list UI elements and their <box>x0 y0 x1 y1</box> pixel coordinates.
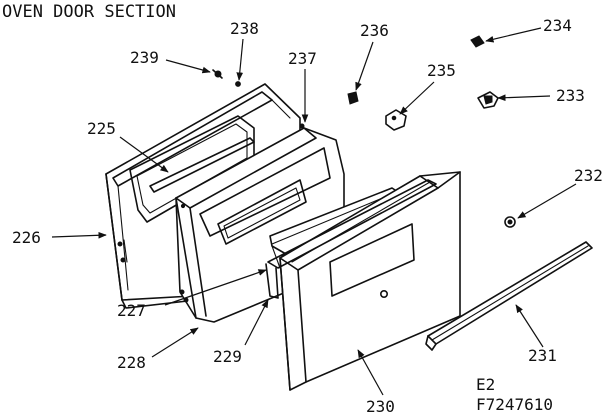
door-handle-trim-part <box>265 179 437 299</box>
screw-236-part <box>347 91 359 105</box>
label-230: 230 <box>366 397 395 414</box>
label-226: 226 <box>12 228 41 247</box>
screw-234-part <box>470 35 485 48</box>
label-234: 234 <box>543 16 572 35</box>
label-228: 228 <box>117 353 146 372</box>
bracket-235-part <box>385 109 407 131</box>
label-235: 235 <box>427 61 456 80</box>
label-232: 232 <box>574 166 603 185</box>
drawing-code-line-1: E2 <box>476 375 495 394</box>
label-233: 233 <box>556 86 585 105</box>
label-239: 239 <box>130 48 159 67</box>
leader-lines <box>51 27 577 396</box>
part-labels: 239 238 237 236 234 235 233 225 226 232 … <box>12 16 603 414</box>
door-handle-part <box>425 241 593 351</box>
nut-232-part <box>504 216 516 228</box>
label-225: 225 <box>87 119 116 138</box>
diagram-title: OVEN DOOR SECTION <box>2 2 176 22</box>
label-237: 237 <box>288 49 317 68</box>
label-227: 227 <box>117 301 146 320</box>
outer-door-panel-part <box>279 171 461 391</box>
drawing-code-line-2: F7247610 <box>476 395 553 414</box>
label-231: 231 <box>528 346 557 365</box>
label-229: 229 <box>213 347 242 366</box>
clip-239-part <box>212 69 223 79</box>
label-236: 236 <box>360 21 389 40</box>
spacer-238-part <box>235 81 241 87</box>
hinge-233-part <box>477 91 499 109</box>
label-238: 238 <box>230 19 259 38</box>
